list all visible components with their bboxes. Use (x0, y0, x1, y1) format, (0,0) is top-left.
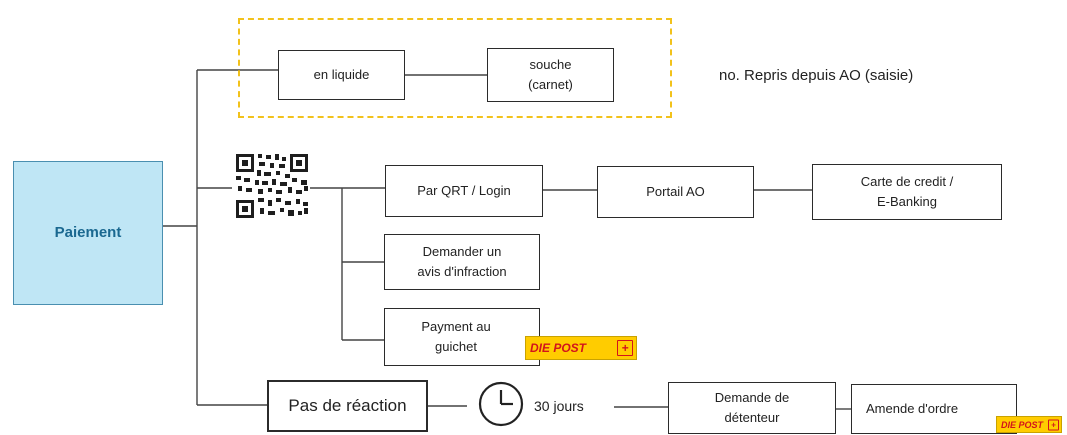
portal-node: Portail AO (597, 166, 754, 218)
post-cross-icon-small: + (1048, 419, 1059, 430)
cash-payment-group (238, 18, 672, 118)
qr-code-icon (234, 152, 310, 220)
post-logo-label: DIE POST (530, 341, 587, 355)
stub-node: souche (carnet) (487, 48, 614, 102)
clock-icon (478, 381, 524, 427)
post-logo: DIE POST + (525, 336, 637, 360)
post-logo-small: DIE POST + (996, 416, 1062, 433)
post-cross-icon: + (617, 340, 633, 356)
payment-root-node: Paiement (13, 161, 163, 305)
request-notice-node: Demander un avis d'infraction (384, 234, 540, 290)
no-reaction-node: Pas de réaction (267, 380, 428, 432)
qrt-login-node: Par QRT / Login (385, 165, 543, 217)
holder-request-node: Demande de détenteur (668, 382, 836, 434)
post-logo-small-label: DIE POST (1001, 419, 1044, 430)
cash-note: no. Repris depuis AO (saisie) (719, 67, 914, 84)
penalty-order-node: Amende d'ordre (851, 384, 1017, 434)
card-ebanking-node: Carte de credit / E-Banking (812, 164, 1002, 220)
counter-payment-node: Payment au guichet (384, 308, 540, 366)
days-label: 30 jours (534, 398, 584, 414)
cash-node: en liquide (278, 50, 405, 100)
